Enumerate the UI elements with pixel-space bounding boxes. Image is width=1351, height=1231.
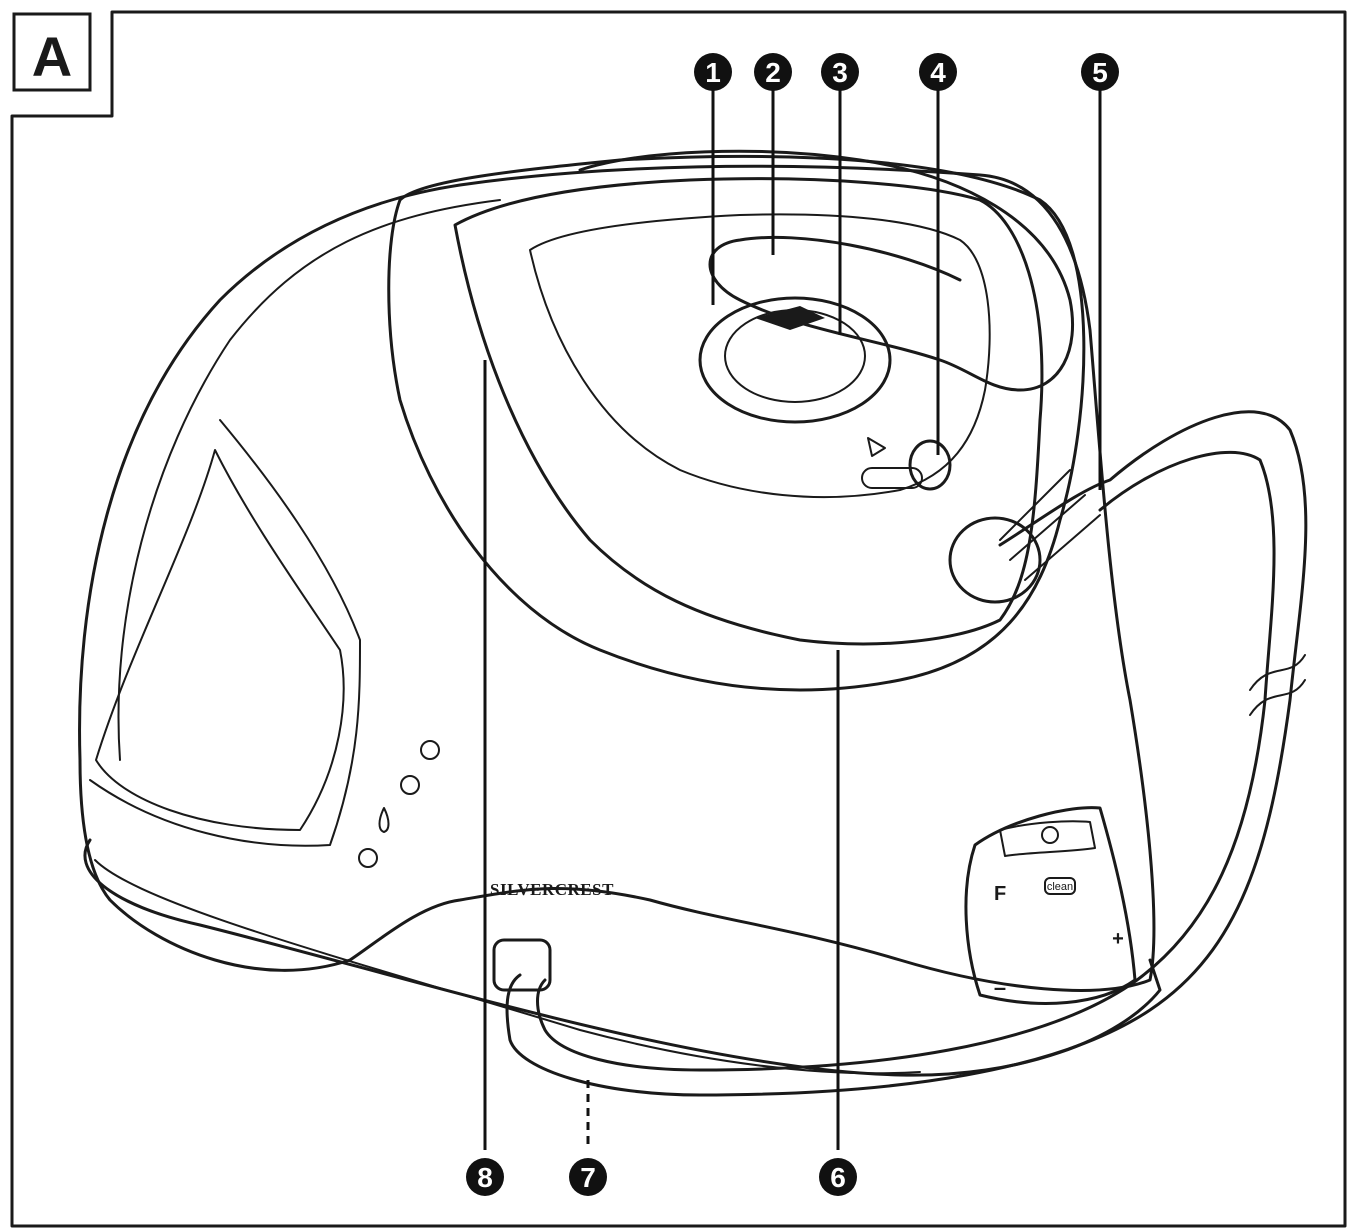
svg-text:8: 8 bbox=[477, 1162, 493, 1193]
svg-text:2: 2 bbox=[765, 57, 781, 88]
power-bolt-icon bbox=[400, 775, 420, 795]
iron bbox=[453, 149, 1075, 646]
hose-break-mark bbox=[1249, 654, 1306, 716]
leader-lines bbox=[483, 90, 1102, 1150]
svg-text:6: 6 bbox=[830, 1162, 846, 1193]
callout-2: 2 bbox=[754, 53, 792, 91]
svg-text:7: 7 bbox=[580, 1162, 596, 1193]
steam-lock-slider bbox=[861, 467, 923, 489]
cord-grommet bbox=[948, 516, 1042, 604]
power-icon bbox=[1041, 826, 1059, 844]
minus-button: – bbox=[994, 975, 1006, 1000]
callout-3: 3 bbox=[821, 53, 859, 91]
svg-text:4: 4 bbox=[930, 57, 946, 88]
cord-socket bbox=[492, 938, 552, 992]
status-icons bbox=[358, 740, 440, 868]
arrow-icon bbox=[867, 437, 886, 457]
descale-icon bbox=[378, 807, 390, 833]
station-body: SILVERCREST bbox=[78, 164, 1156, 992]
figure-frame: A bbox=[10, 10, 1347, 1228]
clean-label: clean bbox=[1047, 881, 1073, 893]
callout-4: 4 bbox=[919, 53, 957, 91]
callout-5: 5 bbox=[1081, 53, 1119, 91]
timer-icon bbox=[358, 848, 378, 868]
svg-text:3: 3 bbox=[832, 57, 848, 88]
temperature-dial bbox=[698, 296, 892, 424]
water-tank-window bbox=[95, 449, 345, 831]
water-drop-icon bbox=[420, 740, 440, 760]
svg-text:5: 5 bbox=[1092, 57, 1108, 88]
brand-logo: SILVERCREST bbox=[490, 880, 614, 899]
power-button bbox=[999, 820, 1096, 857]
callout-7: 7 bbox=[569, 1158, 607, 1196]
plus-button: + bbox=[1112, 928, 1124, 950]
callout-8: 8 bbox=[466, 1158, 504, 1196]
callout-1: 1 bbox=[694, 53, 732, 91]
callouts: 1 2 3 4 5 6 7 8 bbox=[466, 53, 1119, 1196]
panel-label: A bbox=[32, 25, 72, 88]
control-panel: F clean + – bbox=[964, 806, 1137, 1005]
dial-indicator bbox=[755, 306, 825, 330]
steam-trigger bbox=[908, 439, 952, 491]
svg-text:1: 1 bbox=[705, 57, 721, 88]
steam-hose bbox=[505, 410, 1308, 1097]
iron-platform bbox=[387, 154, 1086, 692]
panel-label-box bbox=[12, 12, 92, 92]
function-key: F bbox=[994, 883, 1006, 905]
clean-button bbox=[1044, 877, 1076, 895]
callout-6: 6 bbox=[819, 1158, 857, 1196]
